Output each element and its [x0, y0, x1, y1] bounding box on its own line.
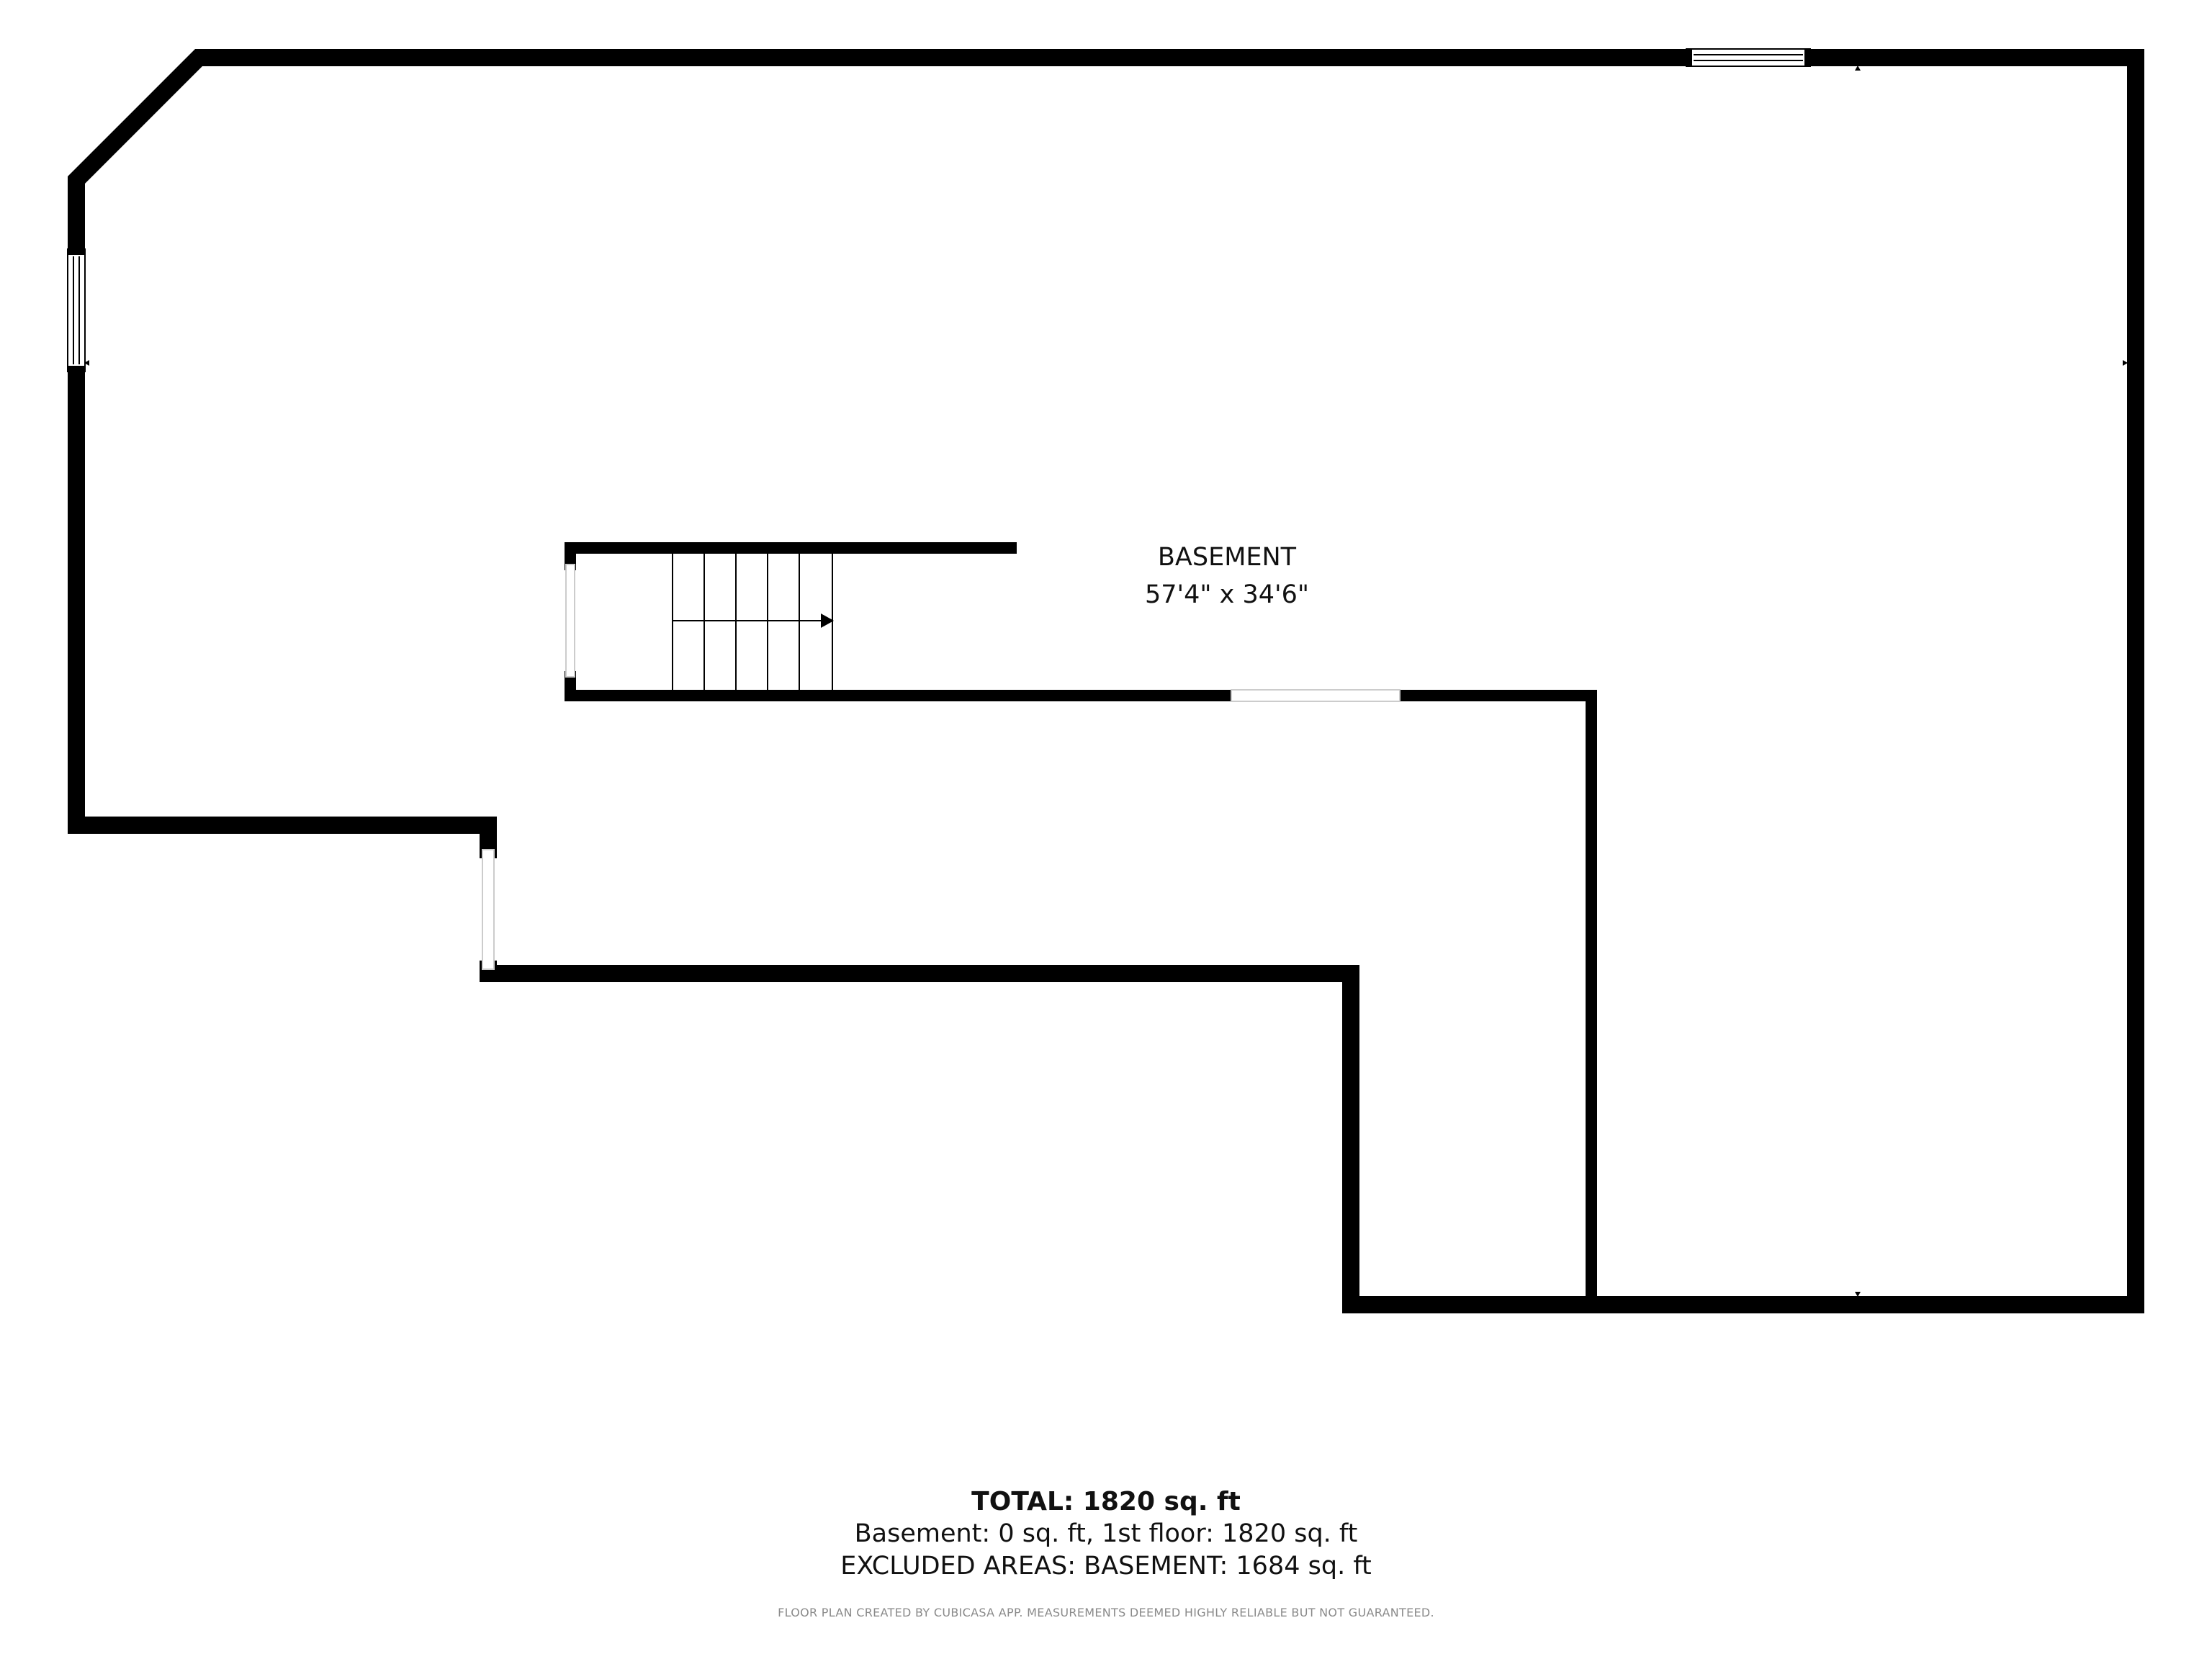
marker-right [2123, 360, 2128, 366]
window-left [67, 248, 86, 372]
total-area: TOTAL: 1820 sq. ft [971, 1487, 1241, 1516]
wall-top-left [68, 49, 1701, 264]
room-name-label: BASEMENT [1157, 543, 1297, 572]
room-dimensions-label: 57'4" x 34'6" [1144, 580, 1309, 609]
openings [482, 564, 1401, 970]
opening-corridor [1231, 689, 1401, 702]
excluded-areas: EXCLUDED AREAS: BASEMENT: 1684 sq. ft [840, 1552, 1372, 1581]
window-top [1686, 48, 1811, 67]
marker-bottom [1855, 1292, 1861, 1297]
opening-lower-left [482, 849, 495, 970]
marker-left [84, 360, 89, 366]
opening-stair-entry [565, 564, 575, 678]
wall-corridor-top [1394, 690, 1597, 1306]
dimension-markers [84, 66, 2128, 1297]
disclaimer-footnote: FLOOR PLAN CREATED BY CUBICASA APP. MEAS… [778, 1606, 1434, 1619]
stair-direction-arrow [821, 613, 834, 628]
wall-left-lower [68, 357, 497, 858]
marker-top [1855, 66, 1861, 71]
interior-walls [565, 542, 1597, 1306]
wall-right-bottom [480, 49, 2144, 1313]
outer-walls [68, 49, 2144, 1313]
area-breakdown: Basement: 0 sq. ft, 1st floor: 1820 sq. … [854, 1519, 1358, 1548]
staircase [672, 554, 834, 690]
